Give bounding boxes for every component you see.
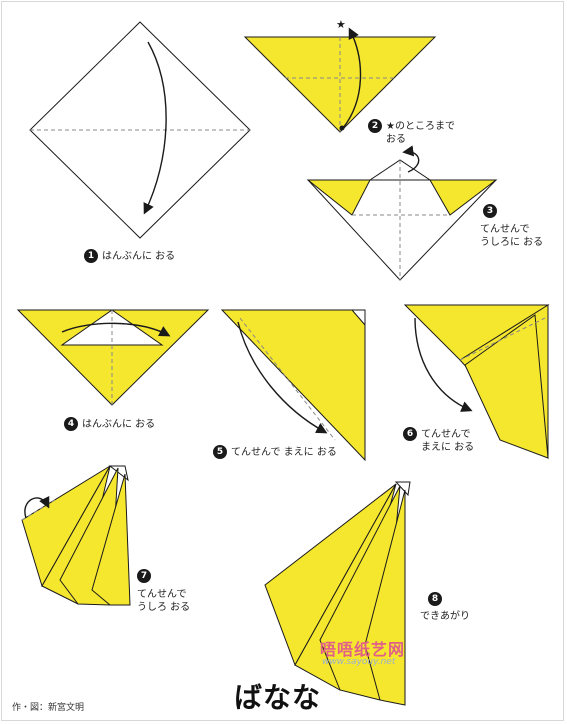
step4-figure: [16, 309, 210, 406]
step-3-text-block: てんせんで うしろに おる: [480, 223, 543, 249]
step1-figure: [29, 21, 251, 239]
step-2-text: ★のところまで おる: [386, 121, 455, 145]
watermark-logo: 唔唔纸艺网: [320, 640, 406, 659]
step-8-label: 8: [428, 592, 442, 606]
star-icon: ★: [386, 121, 395, 132]
step-4-text: はんぶんに おる: [82, 419, 156, 430]
step-6-text: てんせんで まえに おる: [421, 429, 475, 453]
step-3-text: てんせんで うしろに おる: [480, 224, 544, 248]
step-7-number: 7: [137, 569, 151, 583]
svg-text:★: ★: [336, 18, 346, 31]
step-1-number: 1: [84, 249, 98, 263]
step8-figure: [264, 481, 411, 706]
watermark-url: www.sayouy.net: [322, 657, 396, 667]
step5-figure: [220, 309, 366, 462]
step7-figure: [21, 465, 131, 606]
step-5-label: 5 てんせんで まえに おる: [213, 445, 337, 459]
step-5-number: 5: [213, 445, 227, 459]
step-8-text-block: できあがり: [420, 610, 470, 623]
step-3-number: 3: [483, 204, 497, 218]
step-4-label: 4 はんぶんに おる: [64, 417, 156, 431]
step-6-number: 6: [403, 427, 417, 441]
step-7-text-block: てんせんで うしろ おる: [137, 588, 190, 614]
step-7-text: てんせんで うしろ おる: [137, 589, 191, 613]
step6-figure: [403, 304, 550, 460]
step-8-text: できあがり: [420, 611, 470, 622]
credit-text: 作・図：新宮文明: [12, 703, 85, 713]
step-6-label: 6 てんせんで まえに おる: [403, 427, 475, 454]
step-2-label: 2 ★のところまで おる: [368, 119, 455, 146]
step-5-text: てんせんで まえに おる: [231, 447, 337, 458]
step-1-text: はんぶんに おる: [102, 251, 176, 262]
step-4-number: 4: [64, 417, 78, 431]
step-8-number: 8: [428, 592, 442, 606]
step-2-number: 2: [368, 119, 382, 133]
step-1-label: 1 はんぶんに おる: [84, 249, 176, 263]
step3-figure: [306, 145, 498, 281]
step2-figure: ★: [243, 18, 437, 133]
step-7-label: 7: [137, 569, 151, 583]
page-title: ばなな: [234, 681, 322, 714]
step-3-label: 3: [483, 204, 497, 218]
